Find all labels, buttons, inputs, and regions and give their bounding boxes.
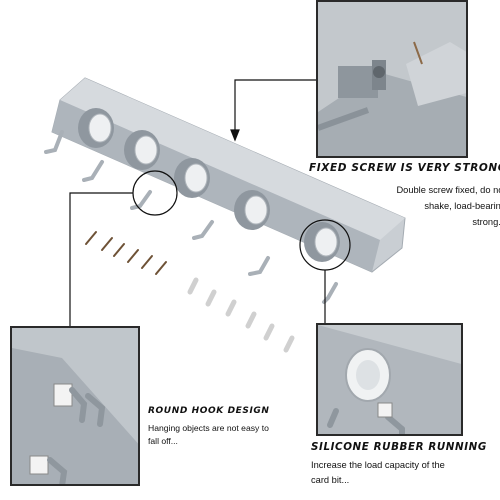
hook xyxy=(248,256,270,276)
hook xyxy=(44,130,64,154)
wall-anchor xyxy=(187,277,199,295)
fixed-screw-description: Double screw fixed, do not shake, load-b… xyxy=(306,182,500,230)
fixed-screw-line: Double screw fixed, do not xyxy=(396,185,500,195)
wall-anchor xyxy=(263,323,275,341)
roller-detail-inset xyxy=(316,323,463,436)
wall-anchor xyxy=(225,299,237,317)
roller-slot xyxy=(234,190,270,230)
round-hook-line: fall off... xyxy=(148,436,178,446)
silicone-line: card bit... xyxy=(311,474,350,485)
screw-detail-image xyxy=(318,2,466,156)
screw xyxy=(155,261,167,275)
roller-slot xyxy=(304,222,340,262)
hook-detail-image xyxy=(12,328,138,484)
hook xyxy=(192,220,214,240)
screw xyxy=(127,249,139,263)
silicone-description: Increase the load capacity of the card b… xyxy=(311,458,500,487)
silicone-title: SILICONE RUBBER RUNNING xyxy=(311,441,487,453)
wall-anchor xyxy=(245,311,257,329)
callout-lines xyxy=(69,79,326,326)
hook xyxy=(322,282,338,304)
roller-slots xyxy=(78,108,340,262)
screw xyxy=(141,255,153,269)
round-hook-line: Hanging objects are not easy to xyxy=(148,423,269,433)
wall-anchor xyxy=(205,289,217,307)
screws xyxy=(85,231,167,275)
round-hook-title: ROUND HOOK DESIGN xyxy=(148,406,270,416)
roller-slot xyxy=(174,158,210,198)
roller-detail-image xyxy=(318,325,461,434)
screw xyxy=(85,231,97,245)
screw-detail-inset xyxy=(316,0,468,158)
fixed-screw-line: strong... xyxy=(472,217,500,227)
round-hook-description: Hanging objects are not easy to fall off… xyxy=(148,422,288,448)
hook-detail-inset xyxy=(10,326,140,486)
screw xyxy=(101,237,113,251)
fixed-screw-line: shake, load-bearing xyxy=(424,201,500,211)
hook xyxy=(82,160,104,182)
roller-slot xyxy=(124,130,160,170)
screw xyxy=(113,243,125,257)
hook xyxy=(130,190,152,210)
roller-slot xyxy=(78,108,114,148)
wall-anchor xyxy=(283,335,295,353)
silicone-line: Increase the load capacity of the xyxy=(311,460,445,470)
fixed-screw-title: FIXED SCREW IS VERY STRONG xyxy=(309,162,500,174)
wall-anchors xyxy=(187,277,295,353)
